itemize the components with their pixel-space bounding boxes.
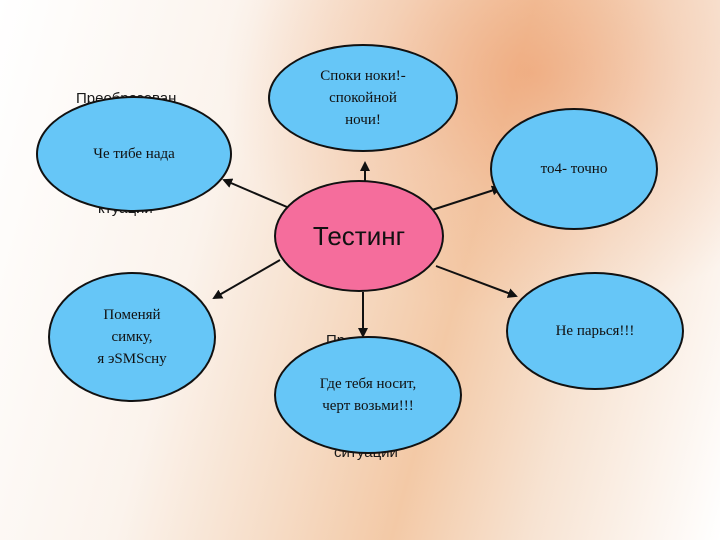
node-spoki-noki: Споки ноки!- спокойной ночи! [268,44,458,152]
node-to4-tochno: то4- точно [490,108,658,230]
arrow-to-to4-tochno [431,185,502,211]
node-pomenyai-simku: Поменяй симку, я эSMScну [48,272,216,402]
arrow-to-ne-parsya [435,265,518,298]
arrow-to-pomenyai-simku [212,259,281,299]
center-node-testing: Тестинг [274,180,444,292]
arrow-to-che-tibe-nada [222,178,295,211]
node-ne-parsya: Не парься!!! [506,272,684,390]
node-che-tibe-nada: Че тибе нада [36,96,232,212]
node-gde-tebya-nosit: Где тебя носит, черт возьми!!! [274,336,462,454]
